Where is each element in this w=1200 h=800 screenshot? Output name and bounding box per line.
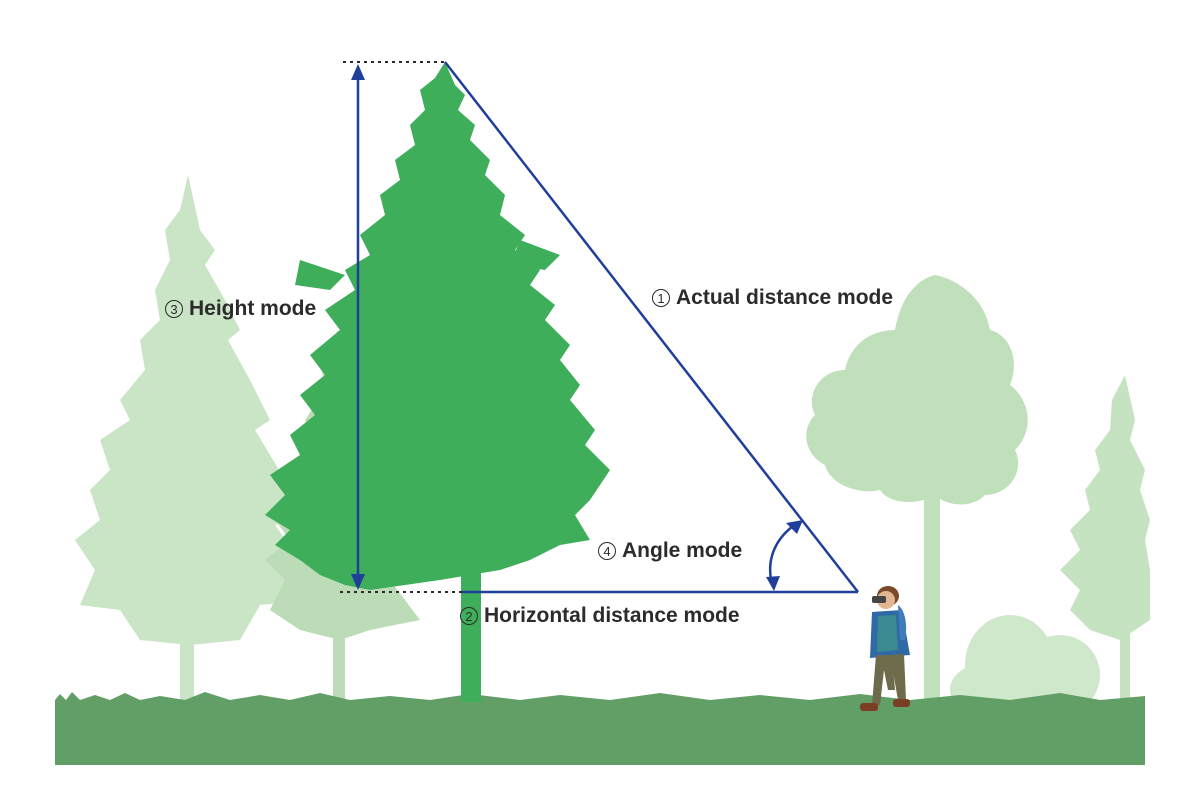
horizontal-distance-label-text: Horizontal distance mode bbox=[484, 604, 740, 627]
height-arrow-top-head bbox=[351, 64, 365, 80]
actual-distance-label: 1 Actual distance mode bbox=[652, 286, 893, 310]
circled-number-3-icon: 3 bbox=[165, 300, 183, 318]
angle-label-text: Angle mode bbox=[622, 539, 743, 562]
height-arrow-bottom-head bbox=[351, 574, 365, 590]
measurement-lines bbox=[340, 61, 859, 594]
circled-number-1-icon: 1 bbox=[652, 289, 670, 307]
horizontal-distance-label: 2 Horizontal distance mode bbox=[460, 604, 740, 628]
actual-distance-label-text: Actual distance mode bbox=[676, 286, 894, 309]
height-label-text: Height mode bbox=[189, 297, 317, 320]
angle-label: 4 Angle mode bbox=[598, 539, 742, 563]
person-with-rangefinder bbox=[860, 586, 910, 711]
background-bushes bbox=[950, 615, 1100, 715]
height-label: 3 Height mode bbox=[165, 297, 316, 321]
angle-arc-bottom-head bbox=[766, 576, 780, 591]
angle-arc-top-head bbox=[786, 520, 803, 534]
circled-number-4-icon: 4 bbox=[598, 542, 616, 560]
circled-number-2-icon: 2 bbox=[460, 607, 478, 625]
actual-distance-line bbox=[444, 61, 859, 593]
angle-arc bbox=[768, 525, 794, 585]
ground bbox=[55, 692, 1145, 765]
background-tree-left bbox=[75, 175, 315, 705]
background-tree-right bbox=[806, 275, 1028, 705]
main-tree bbox=[265, 62, 610, 702]
background-tree-far-right bbox=[1060, 375, 1150, 705]
